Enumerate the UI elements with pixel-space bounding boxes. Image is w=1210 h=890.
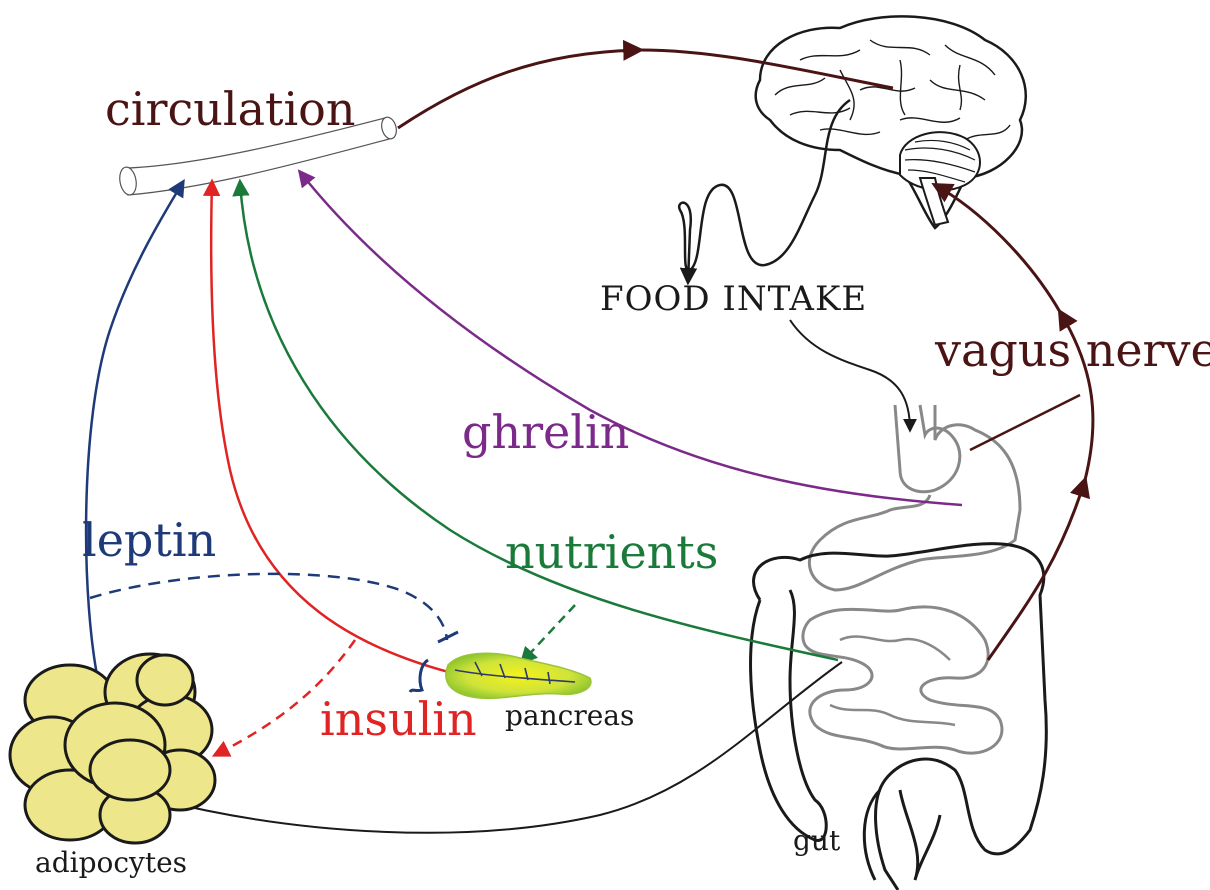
leptin-dashed-inhibition [90,574,447,640]
pancreas-label: pancreas [505,699,634,732]
nutrients-to-pancreas-dashed-arrow [522,605,575,662]
vagus-nerve-label: vagus nerve [934,323,1210,377]
insulin-label: insulin [320,692,477,746]
vagus-nerve-arrow [988,480,1085,660]
circulation-to-brain-arrow [398,50,640,128]
food-intake-to-gut-arrow [790,320,910,430]
food-intake-label: FOOD INTAKE [600,279,867,319]
adipocytes-label: adipocytes [35,846,187,879]
nutrients-label: nutrients [505,525,718,579]
insulin-arrow [211,182,460,675]
brain-icon [756,16,1026,228]
vagus-nerve-stomach-branch [970,395,1080,450]
gut-icon [751,405,1047,890]
ghrelin-arrow [300,172,962,505]
circulation-label: circulation [105,82,356,136]
vagus-nerve-line-top [935,185,1060,312]
leptin-inhibition-bar [438,632,458,642]
leptin-label: leptin [82,513,216,567]
ghrelin-label: ghrelin [462,405,629,459]
adipocytes-icon [10,654,215,843]
gut-label: gut [793,824,841,857]
leptin-arrow [86,182,183,690]
